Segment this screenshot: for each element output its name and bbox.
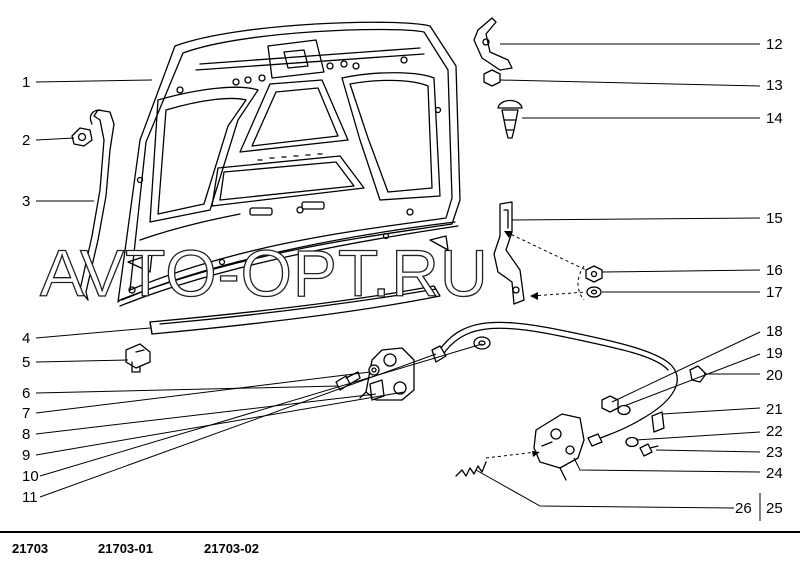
callout-number: 21: [766, 401, 783, 418]
callout-number: 22: [766, 423, 783, 440]
leader-line: [39, 343, 483, 477]
callout-number: 3: [22, 193, 30, 210]
hood-prop-rod: [79, 109, 115, 301]
leader-line: [573, 457, 761, 473]
watermark-text: AVTO-OPT.RU: [40, 236, 489, 310]
callout-number: 16: [766, 262, 783, 279]
lock-screw-washer: [625, 436, 639, 448]
leader-line: [35, 79, 153, 83]
hood-lock: [533, 413, 585, 481]
leader-line: [35, 393, 377, 435]
lock-screw: [639, 443, 659, 457]
callout-number: 13: [766, 77, 783, 94]
hood-hinge: [359, 347, 415, 401]
callout-number: 14: [766, 110, 783, 127]
callout-number: 7: [22, 405, 30, 422]
callout-number: 6: [22, 385, 30, 402]
callout-number: 10: [22, 468, 39, 485]
striker-nut: [483, 69, 501, 87]
leader-line: [35, 391, 405, 456]
leader-line: [655, 449, 761, 453]
leader-line: [35, 137, 75, 141]
callout-number: 12: [766, 36, 783, 53]
callout-number: 15: [766, 210, 783, 227]
rubber-buffer: [497, 99, 523, 139]
cable-clip: [689, 365, 707, 383]
cable-grommet: [473, 336, 491, 350]
footer-code-1: 21703: [12, 541, 49, 556]
callout-number: 11: [22, 489, 38, 506]
callout-number: 5: [22, 354, 30, 371]
callout-number: 4: [22, 330, 30, 347]
leader-line: [475, 469, 735, 509]
cable-bracket: [651, 411, 665, 433]
cable-end-fitting: [587, 433, 603, 447]
hood-striker: [473, 17, 513, 71]
callout-number: 1: [22, 74, 30, 91]
catch-nut: [585, 265, 603, 283]
lock-washer: [617, 404, 631, 416]
hood-panel: [117, 21, 461, 307]
callout-number: 25: [766, 500, 783, 517]
leader-line: [35, 327, 151, 339]
release-cable: [431, 321, 678, 441]
catch-washer: [586, 286, 602, 298]
leader-line: [499, 79, 761, 87]
callout-number: 17: [766, 284, 783, 301]
safety-catch-bracket: [493, 201, 525, 305]
leader-line: [661, 407, 761, 415]
callout-number: 8: [22, 426, 30, 443]
callout-number: 18: [766, 323, 783, 340]
callout-number: 9: [22, 447, 30, 464]
leader-line: [35, 359, 129, 363]
leader-line: [39, 353, 437, 498]
assembly-arrows: [504, 231, 540, 457]
leader-line: [623, 353, 761, 407]
callout-number: 19: [766, 345, 783, 362]
callout-number: 20: [766, 367, 783, 384]
leader-line: [511, 217, 761, 221]
hood-seal-strip: [149, 285, 441, 335]
leader-line: [635, 431, 761, 441]
footer-code-3: 21703-02: [204, 541, 259, 556]
footer-code-2: 21703-01: [98, 541, 153, 556]
callout-number: 24: [766, 465, 783, 482]
callout-number: 23: [766, 444, 783, 461]
callout-number: 26: [735, 500, 752, 517]
assembly-guides: [485, 231, 587, 459]
prop-rod-bushing: [71, 127, 93, 147]
lock-nut: [601, 395, 619, 413]
callout-number: 2: [22, 132, 30, 149]
seal-clip: [125, 343, 151, 373]
leader-line: [35, 385, 339, 394]
leader-line: [35, 371, 371, 414]
lock-spring: [455, 461, 487, 477]
hinge-washer: [368, 364, 380, 376]
leader-line: [601, 269, 761, 273]
leader-line: [611, 331, 761, 403]
